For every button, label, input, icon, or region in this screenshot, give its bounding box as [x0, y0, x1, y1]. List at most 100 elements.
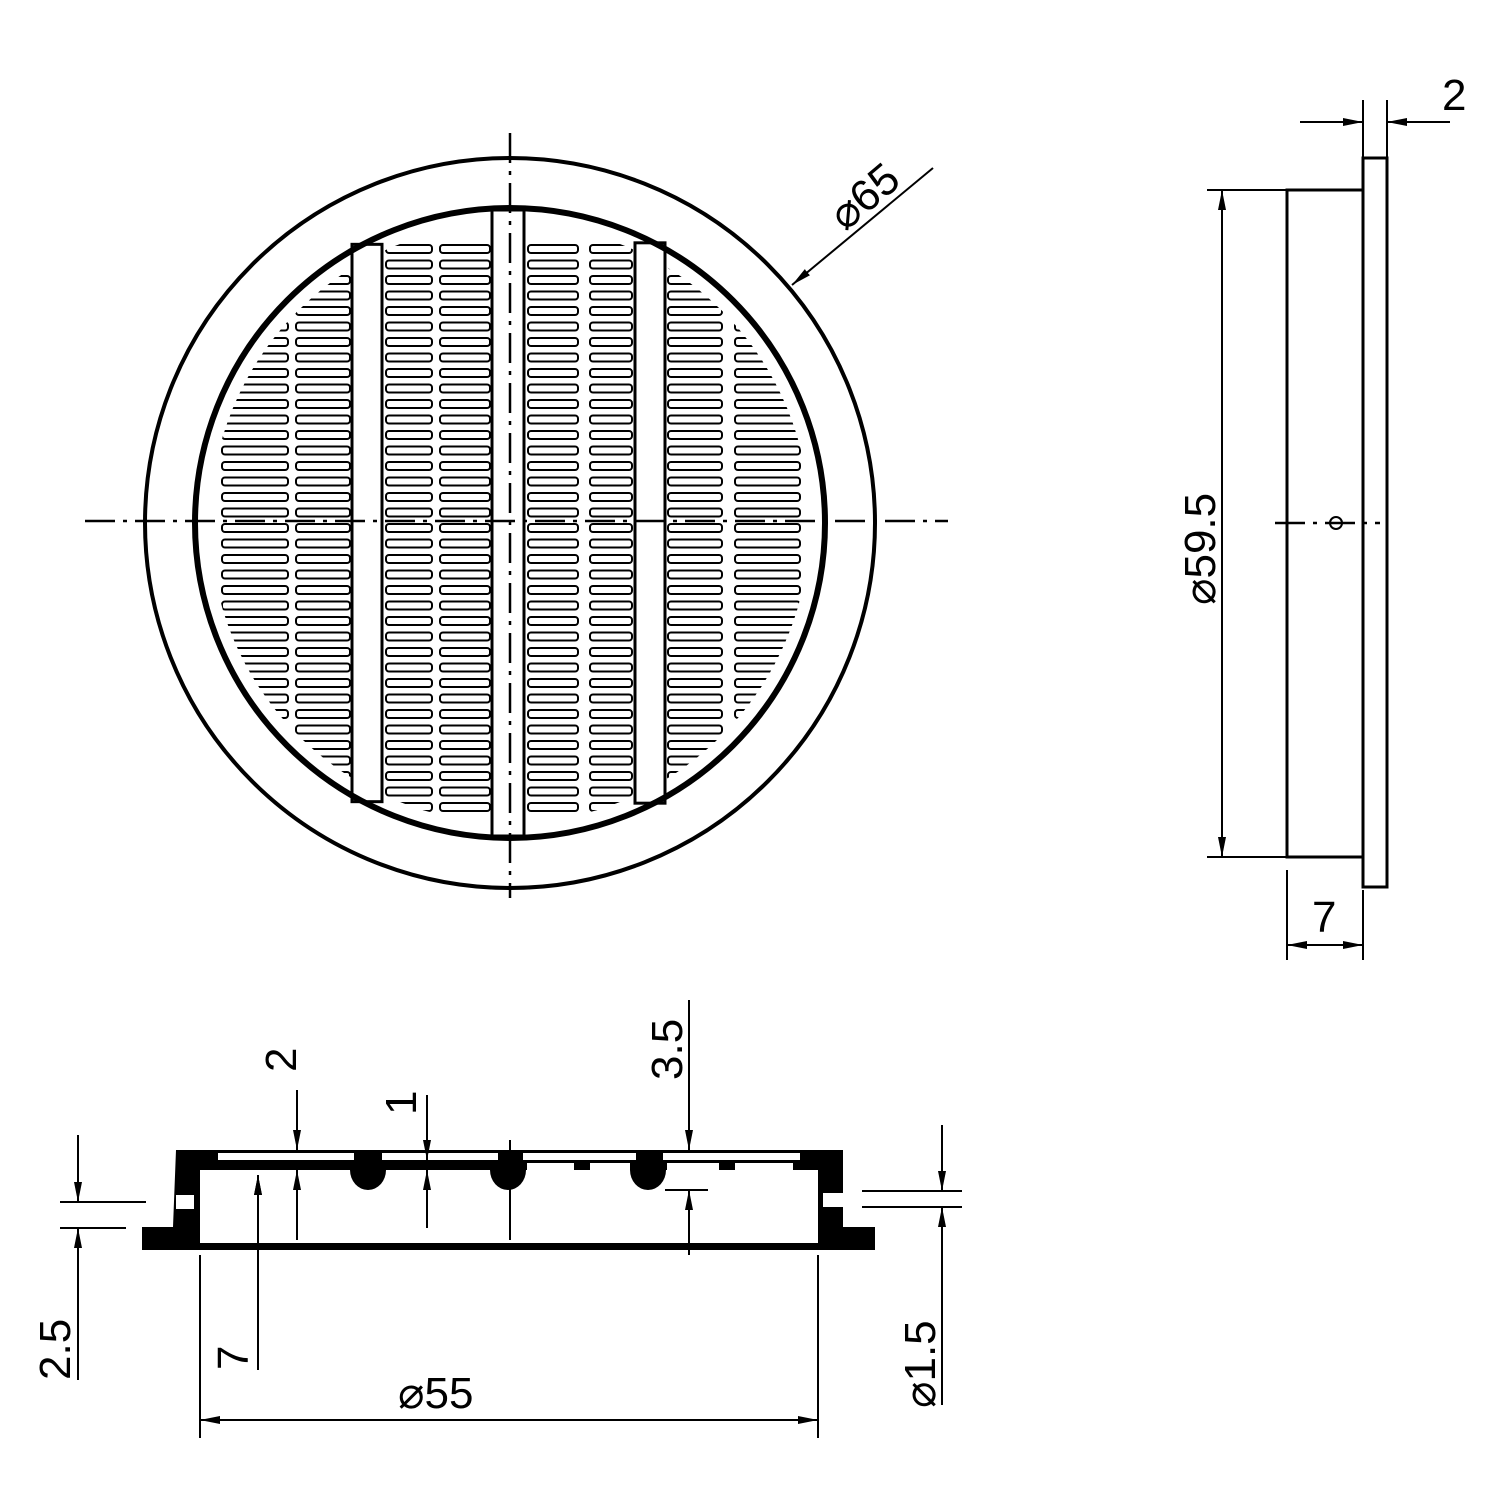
grille-slot — [385, 693, 433, 704]
grille-slot — [439, 352, 491, 363]
grille-slot — [295, 383, 351, 394]
grille-slot — [295, 693, 351, 704]
grille-slot — [734, 616, 801, 626]
grille-slot — [667, 430, 723, 440]
grille-slot — [295, 352, 351, 363]
grille-slot — [295, 461, 351, 471]
grille-slot — [589, 771, 633, 781]
grille-slot — [667, 662, 723, 673]
grille-slot — [589, 259, 633, 270]
grille-slot — [667, 399, 723, 409]
dim-3-5: 3.5 — [643, 1019, 692, 1080]
grille-slot — [439, 445, 491, 456]
grille-slot — [589, 647, 633, 657]
grille-slot — [589, 709, 633, 719]
grille-slot — [589, 445, 633, 456]
grille-slot — [667, 461, 723, 471]
grille-slot — [667, 740, 723, 750]
grille-slot — [221, 786, 289, 797]
grille-slot — [589, 368, 633, 378]
grille-slot — [221, 647, 289, 657]
grille-slot — [667, 585, 723, 595]
grille-slot — [589, 476, 633, 487]
grille-slot — [439, 616, 491, 626]
grille-slot — [221, 538, 289, 549]
grille-slot — [734, 523, 801, 533]
grille-slot — [734, 554, 801, 564]
grille-slot — [589, 662, 633, 673]
grille-slot — [385, 430, 433, 440]
grille-slot — [527, 275, 579, 285]
grille-slot — [295, 244, 351, 254]
grille-slot — [385, 507, 433, 518]
grille-slot — [667, 678, 723, 688]
grille-slot — [221, 321, 289, 332]
grille-slot — [221, 275, 289, 285]
grille-slot — [589, 337, 633, 347]
grille-slot — [439, 244, 491, 254]
grille-slot — [734, 290, 801, 301]
grille-slot — [439, 678, 491, 688]
grille-slot — [527, 476, 579, 487]
grille-slot — [439, 631, 491, 642]
grille-slot — [385, 306, 433, 316]
grille-slot — [667, 523, 723, 533]
grille-slot — [589, 275, 633, 285]
grille-slot — [221, 771, 289, 781]
grille-slot — [439, 430, 491, 440]
grille-slot — [589, 755, 633, 766]
grille-slot — [385, 244, 433, 254]
grille-slot — [589, 616, 633, 626]
grille-slot — [295, 709, 351, 719]
grille-slot — [589, 461, 633, 471]
grille-slot — [527, 523, 579, 533]
grille-slot — [295, 368, 351, 378]
grille-slot — [589, 399, 633, 409]
grille-slot — [667, 693, 723, 704]
grille-slot — [385, 414, 433, 425]
grille-slot — [439, 802, 491, 812]
grille-slot — [667, 802, 723, 812]
grille-slot — [439, 523, 491, 533]
grille-slot — [667, 647, 723, 657]
grille-slot — [734, 430, 801, 440]
side-view: ⌀59.5 2 7 — [1176, 71, 1466, 960]
grille-slot — [734, 399, 801, 409]
grille-slot — [295, 740, 351, 750]
grille-slot — [734, 352, 801, 363]
diameter-65-leader — [791, 167, 934, 286]
grille-slot — [734, 275, 801, 285]
grille-slot — [734, 631, 801, 642]
grille-slot — [667, 709, 723, 719]
center-mark — [1329, 516, 1343, 530]
grille-slot — [734, 585, 801, 595]
grille-slot — [734, 492, 801, 502]
grille-slot — [667, 476, 723, 487]
grille-slot — [589, 569, 633, 580]
grille-slot — [439, 569, 491, 580]
grille-slot — [527, 709, 579, 719]
grille-slot — [667, 306, 723, 316]
grille-slot — [527, 662, 579, 673]
grille-slot — [221, 461, 289, 471]
grille-slot — [295, 492, 351, 502]
grille-slot — [667, 244, 723, 254]
grille-bar — [633, 241, 667, 805]
grille-slot — [221, 616, 289, 626]
grille-slot — [295, 600, 351, 611]
grille-slot — [221, 290, 289, 301]
grille-slot — [439, 321, 491, 332]
grille-slot — [221, 399, 289, 409]
grille-slot — [589, 523, 633, 533]
grille-slot — [667, 507, 723, 518]
grille-slot — [527, 786, 579, 797]
grille-slot — [589, 430, 633, 440]
grille-slot — [527, 554, 579, 564]
grille-slot — [589, 352, 633, 363]
grille-slot — [734, 476, 801, 487]
grille-slot — [439, 306, 491, 316]
grille-slot — [385, 631, 433, 642]
grille-slot — [527, 802, 579, 812]
dim-59-5: ⌀59.5 — [1176, 493, 1225, 605]
grille-slot — [295, 507, 351, 518]
